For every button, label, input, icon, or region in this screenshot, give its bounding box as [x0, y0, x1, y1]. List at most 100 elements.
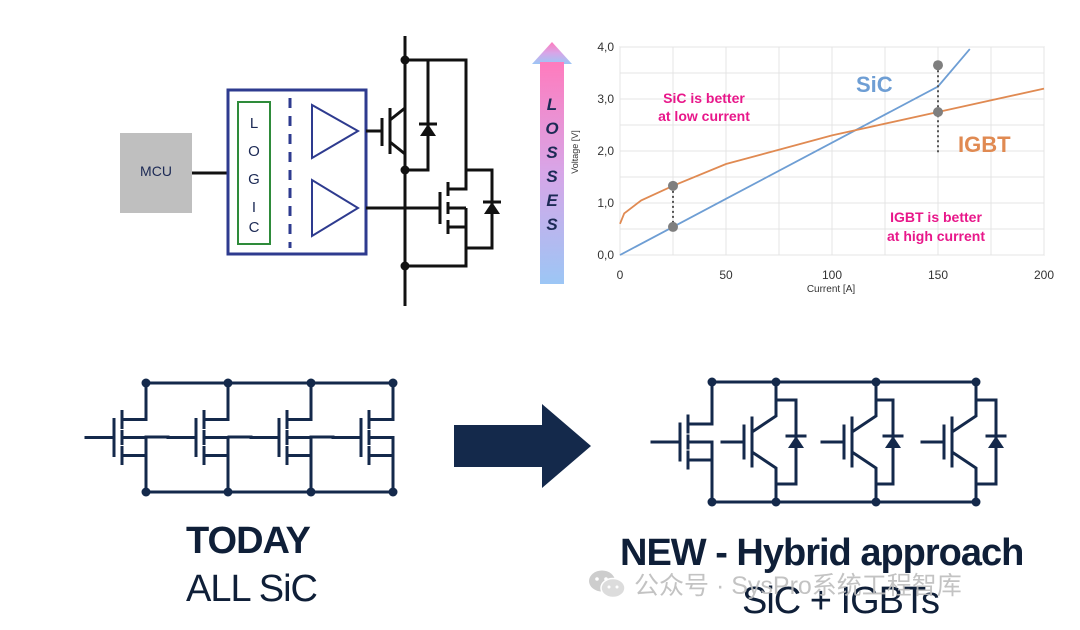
junction-node: [771, 377, 781, 387]
new-title: NEW - Hybrid approach: [620, 532, 1024, 574]
logic-letters: L O G I C: [248, 115, 260, 236]
junction-node: [388, 487, 398, 497]
sic-mosfet-symbol: [650, 382, 714, 502]
annotation-igbt-line1: IGBT is better: [890, 209, 982, 225]
igbt-symbol: [720, 382, 807, 502]
chart-markers: [668, 60, 943, 232]
junction-node: [971, 377, 981, 387]
driver-triangle-top: [311, 103, 361, 160]
chart-grid: [619, 46, 1045, 256]
source-lead: [369, 454, 395, 492]
losses-letter: L: [547, 95, 557, 114]
losses-letter: S: [546, 143, 558, 162]
source-lead: [287, 454, 313, 492]
junction-node: [707, 377, 717, 387]
igbt-symbol: [920, 382, 1007, 502]
annotation-sic-line2: at low current: [658, 108, 750, 124]
y-tick-label: 4,0: [597, 40, 614, 54]
mcu-block: [120, 133, 192, 213]
emitter-lead: [751, 450, 778, 502]
chart-guides: [672, 65, 939, 227]
source-lead: [204, 454, 230, 492]
junction-node: [223, 378, 233, 388]
collector-lead: [751, 382, 778, 434]
logic-letter: C: [249, 219, 260, 236]
junction-node: [771, 497, 781, 507]
sic-mosfet-symbol: [249, 383, 313, 492]
logic-letter: O: [248, 143, 260, 160]
junction-node: [141, 378, 151, 388]
y-axis-label: Voltage [V]: [570, 130, 580, 174]
diode-icon: [788, 436, 804, 448]
series-label-igbt: IGBT: [958, 132, 1011, 157]
series-line-sic: [619, 48, 971, 256]
emitter-lead: [951, 450, 978, 502]
junction-node: [223, 487, 233, 497]
junction-node: [707, 497, 717, 507]
losses-arrow-shaft: [540, 62, 564, 284]
hybrid-sic-igbt-array: [650, 377, 1007, 507]
data-point-marker: [933, 107, 943, 117]
igbt-diode-loop: [405, 58, 430, 172]
logic-letter: G: [248, 171, 260, 188]
emitter-lead: [851, 450, 878, 502]
source-lead: [688, 458, 714, 502]
igbt-emitter: [389, 140, 407, 170]
x-tick-label: 200: [1034, 268, 1054, 282]
y-tick-label: 1,0: [597, 196, 614, 210]
data-point-marker: [933, 60, 943, 71]
annotation-igbt-line2: at high current: [887, 228, 985, 244]
mosfet-diode-icon: [484, 202, 500, 214]
collector-lead: [951, 382, 978, 434]
driver-triangle-bottom: [311, 178, 360, 238]
driver-box: [226, 88, 368, 256]
series-line-igbt: [619, 87, 1045, 225]
transition-arrow: [454, 404, 591, 488]
collector-lead: [851, 382, 878, 434]
new-subtitle: SiC + IGBTs: [742, 580, 940, 622]
drain-lead: [287, 383, 313, 421]
junction-node: [306, 378, 316, 388]
drain-lead: [122, 383, 148, 421]
x-axis-label: Current [A]: [807, 284, 856, 295]
y-tick-label: 2,0: [597, 144, 614, 158]
x-tick-label: 50: [719, 268, 733, 282]
igbt-symbol: [820, 382, 904, 502]
junction-node: [871, 497, 881, 507]
x-tick-label: 150: [928, 268, 948, 282]
today-title: TODAY: [186, 520, 311, 562]
today-subtitle: ALL SiC: [186, 568, 318, 610]
junction-node: [871, 377, 881, 387]
sic-mosfet-symbol: [166, 383, 230, 492]
drain-lead: [369, 383, 395, 421]
wechat-icon: [589, 570, 626, 599]
logic-block: [237, 101, 271, 245]
x-tick-label: 100: [822, 268, 842, 282]
drain-lead: [688, 382, 714, 426]
igbt-collector: [389, 60, 407, 122]
watermark-text: 公众号 · SysPro系统工程智库: [634, 572, 962, 600]
data-point-marker: [668, 221, 678, 232]
source-lead: [122, 454, 148, 492]
junction-node: [388, 378, 398, 388]
logic-letter: I: [252, 199, 256, 216]
igbt-diode-icon: [420, 124, 436, 136]
sic-mosfet-symbol: [331, 383, 395, 492]
losses-letter: E: [546, 191, 558, 210]
mcu-label: MCU: [140, 163, 172, 179]
drain-lead: [204, 383, 230, 421]
data-point-marker: [668, 180, 678, 191]
losses-arrow-head: [532, 42, 572, 64]
losses-letter: O: [545, 119, 558, 138]
chart-series: [619, 48, 1045, 256]
junction-node: [141, 487, 151, 497]
diode-icon: [988, 436, 1004, 448]
diode-icon: [885, 436, 901, 448]
sic-mosfet-symbol: [84, 383, 148, 492]
watermark: 公众号 · SysPro系统工程智库: [588, 566, 962, 602]
y-tick-label: 0,0: [597, 248, 614, 262]
junction-node: [306, 487, 316, 497]
